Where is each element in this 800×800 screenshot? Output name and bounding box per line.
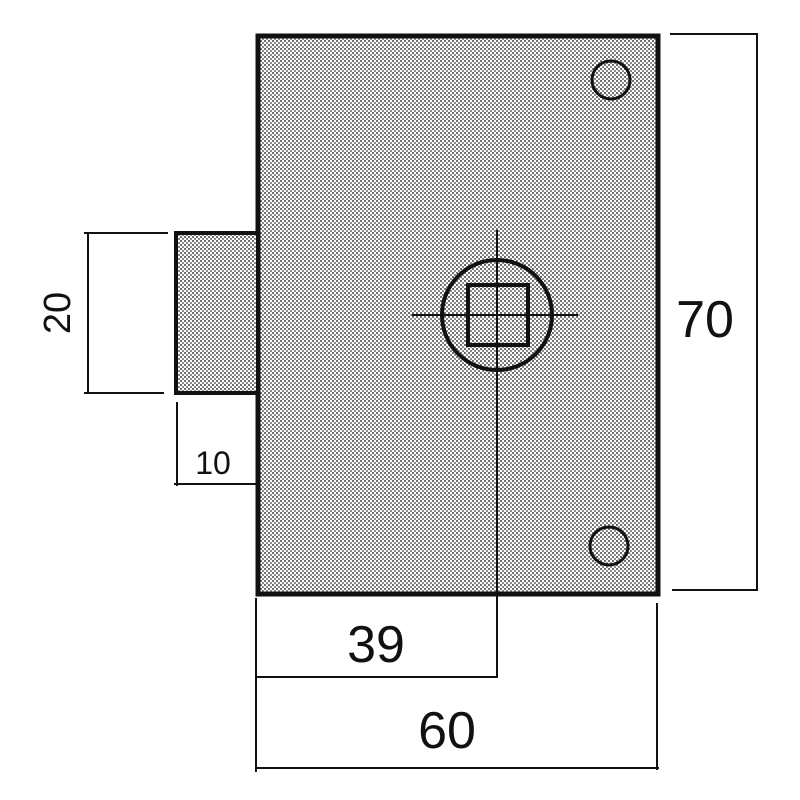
- screw-hole-top: [590, 59, 632, 101]
- dimension-body-height: 70: [670, 33, 758, 591]
- dimension-bolt-projection: 10: [174, 402, 258, 486]
- dimension-label-39: 39: [347, 616, 405, 674]
- dimension-bolt-height: 20: [37, 232, 168, 394]
- dimension-label-60: 60: [418, 702, 476, 760]
- dimension-label-70: 70: [676, 291, 734, 349]
- screw-hole-bottom: [588, 525, 630, 567]
- dimension-body-width: 60: [256, 603, 659, 770]
- spindle-hole: [412, 230, 578, 678]
- dimension-label-10: 10: [195, 445, 231, 481]
- dimension-label-20: 20: [37, 292, 79, 334]
- dimension-keyhole-offset: 39: [255, 598, 497, 772]
- lock-bolt: [174, 231, 260, 395]
